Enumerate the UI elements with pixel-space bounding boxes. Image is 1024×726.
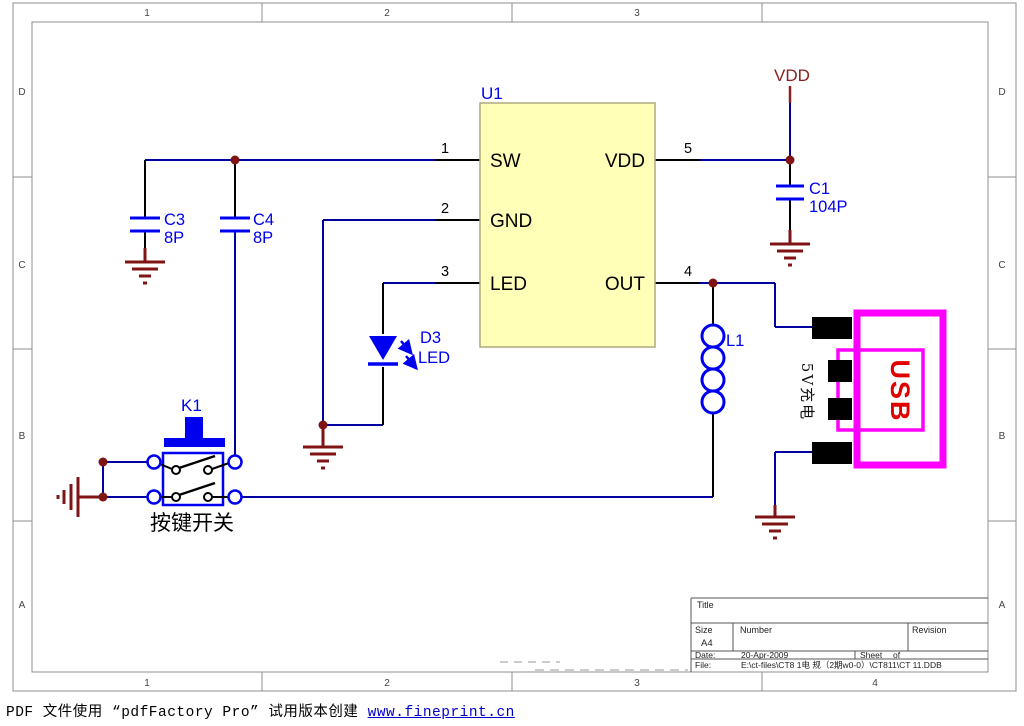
fineprint-link[interactable]: www.fineprint.cn bbox=[367, 705, 515, 721]
grid-right-d: D bbox=[998, 87, 1005, 98]
ic-refdes: U1 bbox=[481, 84, 503, 103]
grid-right-a: A bbox=[999, 600, 1006, 611]
usb-pad-4 bbox=[812, 442, 852, 464]
titleblock-size-value: A4 bbox=[701, 638, 713, 649]
d3-refdes: D3 bbox=[420, 329, 441, 347]
ic-u1: U1 1 2 3 5 4 SW GND LED VDD OUT bbox=[441, 84, 692, 348]
vdd-power-port: VDD bbox=[774, 66, 810, 103]
titleblock-date-value: 20-Apr-2009 bbox=[741, 650, 789, 660]
ground-symbol-c3 bbox=[125, 248, 165, 285]
grid-bottom-4: 4 bbox=[872, 678, 878, 689]
pdf-footer-text: PDF 文件使用 “pdfFactory Pro” 试用版本创建 bbox=[6, 705, 368, 721]
capacitor-c3: C3 8P bbox=[130, 211, 185, 247]
k1-terminal bbox=[146, 489, 162, 505]
pin-number-1: 1 bbox=[441, 141, 449, 157]
titleblock-revision-label: Revision bbox=[912, 625, 947, 635]
c1-refdes: C1 bbox=[809, 180, 830, 198]
led-arrow-1 bbox=[397, 338, 413, 356]
usb-connector: USB 5V充电 bbox=[798, 309, 947, 469]
k1-button-cap bbox=[164, 438, 225, 447]
c1-value: 104P bbox=[809, 198, 848, 216]
l1-refdes: L1 bbox=[726, 332, 744, 350]
usb-outer-shell bbox=[853, 309, 947, 469]
titleblock-title-label: Title bbox=[697, 600, 714, 610]
titleblock-number-label: Number bbox=[740, 625, 772, 635]
c4-refdes: C4 bbox=[253, 211, 274, 229]
title-block: Title Size Number Revision A4 Date: 20-A… bbox=[690, 597, 988, 672]
ground-symbol-usb bbox=[755, 505, 795, 540]
titleblock-file-value: E:\ct-files\CT8 1电 规（2期w0-0）\CT811\CT 11… bbox=[741, 660, 942, 670]
c3-refdes: C3 bbox=[164, 211, 185, 229]
grid-bottom-3: 3 bbox=[634, 678, 640, 689]
k1-terminal bbox=[227, 489, 243, 505]
pin-name-gnd: GND bbox=[490, 211, 532, 232]
pin-number-3: 3 bbox=[441, 264, 449, 280]
c3-value: 8P bbox=[164, 229, 184, 247]
grid-right-c: C bbox=[998, 260, 1005, 271]
pin-name-sw: SW bbox=[490, 151, 521, 172]
usb-label: USB bbox=[885, 359, 915, 422]
usb-caption: 5V充电 bbox=[798, 363, 816, 421]
usb-pad-2 bbox=[828, 360, 852, 382]
titleblock-size-label: Size bbox=[695, 625, 713, 635]
titleblock-of-label: of bbox=[893, 650, 901, 660]
k1-terminal bbox=[146, 454, 162, 470]
grid-bottom-2: 2 bbox=[384, 678, 390, 689]
grid-left-b: B bbox=[19, 431, 26, 442]
k1-terminal bbox=[227, 454, 243, 470]
pin-number-4: 4 bbox=[684, 264, 692, 280]
k1-caption: 按键开关 bbox=[150, 511, 234, 535]
capacitor-c1: C1 104P bbox=[776, 180, 848, 216]
k1-contacts bbox=[159, 454, 230, 502]
switch-k1: K1 按键开关 bbox=[146, 396, 243, 535]
usb-inner-shell bbox=[836, 348, 925, 432]
pdf-footer: PDF 文件使用 “pdfFactory Pro” 试用版本创建 www.fin… bbox=[6, 700, 515, 721]
led-d3: D3 LED bbox=[368, 329, 450, 371]
pin-number-2: 2 bbox=[441, 201, 449, 217]
grid-left-c: C bbox=[18, 260, 25, 271]
grid-top-1: 1 bbox=[144, 8, 150, 19]
led-arrow-2 bbox=[402, 353, 418, 371]
titleblock-file-label: File: bbox=[695, 660, 711, 670]
grid-right-b: B bbox=[999, 431, 1006, 442]
wires bbox=[102, 103, 812, 507]
titleblock-sheet-label: Sheet bbox=[860, 650, 883, 660]
inductor-l1: L1 bbox=[700, 323, 744, 415]
k1-refdes: K1 bbox=[181, 396, 202, 415]
pin-name-out: OUT bbox=[605, 274, 646, 295]
vdd-label: VDD bbox=[774, 66, 810, 85]
ground-symbol-left bbox=[56, 477, 103, 517]
capacitor-c4: C4 8P bbox=[220, 211, 274, 247]
grid-left-a: A bbox=[19, 600, 26, 611]
grid-left-d: D bbox=[18, 87, 25, 98]
pin-name-vdd: VDD bbox=[605, 151, 645, 172]
ground-symbol-led bbox=[303, 425, 343, 470]
sheet-border bbox=[12, 2, 1017, 692]
grid-labels: 1 2 3 1 2 3 4 D C B A D C B A bbox=[18, 8, 1005, 689]
grid-top-2: 2 bbox=[384, 8, 390, 19]
pin-stubs bbox=[144, 159, 791, 497]
watermark-dashes bbox=[500, 661, 688, 671]
usb-pad-1 bbox=[812, 317, 852, 339]
grid-bottom-1: 1 bbox=[144, 678, 150, 689]
k1-button-stem bbox=[185, 417, 203, 438]
pin-name-led: LED bbox=[490, 274, 527, 295]
pin-number-5: 5 bbox=[684, 141, 692, 157]
titleblock-date-label: Date: bbox=[695, 650, 715, 660]
ground-symbol-c1 bbox=[770, 230, 810, 267]
d3-value: LED bbox=[418, 349, 450, 367]
grid-top-3: 3 bbox=[634, 8, 640, 19]
junction-dots bbox=[98, 155, 795, 502]
c4-value: 8P bbox=[253, 229, 273, 247]
usb-pad-3 bbox=[828, 398, 852, 420]
